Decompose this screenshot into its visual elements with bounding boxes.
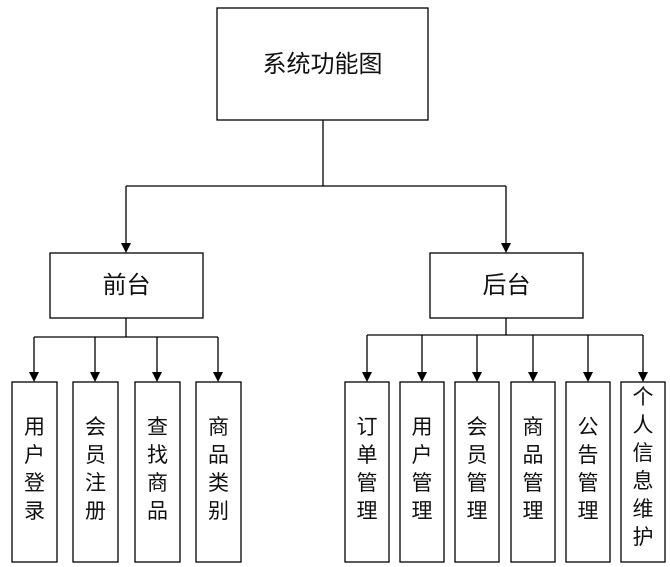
leaf-find-product-label: 查找商品 xyxy=(147,415,168,523)
leaf-member-register-label: 会员注册 xyxy=(85,415,106,523)
arrow-to-member-register xyxy=(90,372,100,382)
arrow-to-member-mgmt xyxy=(472,372,482,382)
arrow-to-frontend xyxy=(121,243,131,253)
arrow-to-backend xyxy=(501,243,511,253)
leaf-product-mgmt: 商品管理 xyxy=(510,381,556,563)
leaf-order-mgmt-label: 订单管理 xyxy=(357,415,378,523)
root-node: 系统功能图 xyxy=(216,7,429,121)
arrow-to-profile-maint xyxy=(638,372,648,382)
leaf-order-mgmt: 订单管理 xyxy=(344,381,390,563)
connectors xyxy=(29,120,648,382)
leaf-member-register: 会员注册 xyxy=(72,381,119,563)
leaf-member-mgmt: 会员管理 xyxy=(454,381,500,563)
arrow-to-find-product xyxy=(152,372,162,382)
leaf-user-login-label: 用户登录 xyxy=(24,415,45,523)
arrow-to-user-mgmt xyxy=(417,372,427,382)
backend-label: 后台 xyxy=(483,271,531,299)
leaf-notice-mgmt-label: 公告管理 xyxy=(578,415,599,523)
arrow-to-notice-mgmt xyxy=(583,372,593,382)
frontend-node: 前台 xyxy=(49,252,204,319)
leaf-find-product: 查找商品 xyxy=(134,381,181,563)
backend-node: 后台 xyxy=(429,252,584,319)
leaf-product-category-label: 商品类别 xyxy=(208,415,229,523)
arrow-to-user-login xyxy=(29,372,39,382)
root-label: 系统功能图 xyxy=(263,50,383,78)
leaf-user-mgmt: 用户管理 xyxy=(399,381,445,563)
arrow-to-product-mgmt xyxy=(528,372,538,382)
leaf-member-mgmt-label: 会员管理 xyxy=(467,415,488,523)
leaf-profile-maint: 个人信息维护 xyxy=(620,381,666,563)
nodes: 系统功能图 前台 后台 用户登录 会员注册 查找商品 商品类别 xyxy=(11,7,666,563)
frontend-label: 前台 xyxy=(103,271,151,299)
leaf-profile-maint-label: 个人信息维护 xyxy=(633,385,654,549)
arrow-to-order-mgmt xyxy=(362,372,372,382)
leaf-user-mgmt-label: 用户管理 xyxy=(412,415,433,523)
leaf-product-category: 商品类别 xyxy=(195,381,242,563)
leaf-product-mgmt-label: 商品管理 xyxy=(523,415,544,523)
arrow-to-product-category xyxy=(213,372,223,382)
leaf-user-login: 用户登录 xyxy=(11,381,58,563)
leaf-notice-mgmt: 公告管理 xyxy=(565,381,611,563)
